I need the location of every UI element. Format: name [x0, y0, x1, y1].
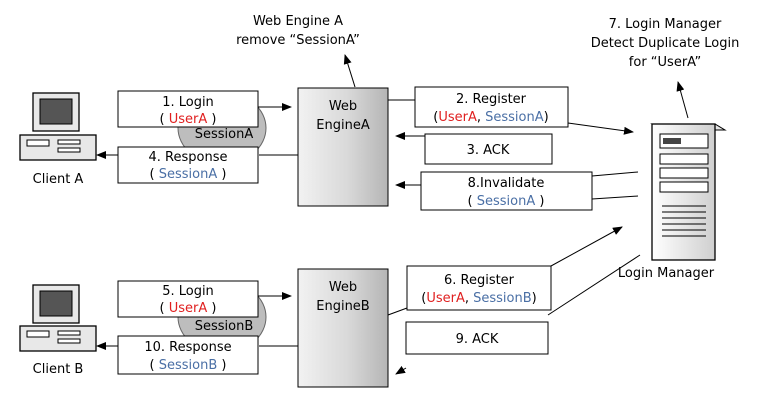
message-10-response: 10. Response ( SessionB )	[117, 335, 259, 375]
invalidate-line	[591, 171, 639, 177]
message-2-register: 2. Register (UserA, SessionA)	[414, 86, 569, 128]
message-2-detail: (UserA, SessionA)	[433, 110, 548, 125]
register-a-arrow	[567, 122, 634, 135]
web-engine-a-note-line2: remove “SessionA”	[236, 33, 360, 48]
web-engine-b-label-line2: EngineB	[316, 299, 369, 314]
message-9-title: 9. ACK	[456, 332, 499, 347]
message-1-login: 1. Login ( UserA )	[117, 90, 259, 128]
message-6-title: 6. Register	[444, 273, 515, 288]
login-manager-note: 7. Login Manager Detect Duplicate Login …	[591, 17, 740, 70]
message-5-login: 5. Login ( UserA )	[117, 280, 259, 318]
client-a-computer-icon	[19, 92, 97, 161]
web-engine-b-label-line1: Web	[329, 280, 357, 295]
message-10-title: 10. Response	[144, 340, 231, 355]
login-manager-note-line1: 7. Login Manager	[609, 17, 722, 32]
register-b-line	[387, 307, 408, 316]
web-engine-a-note: Web Engine A remove “SessionA”	[236, 14, 360, 48]
login-manager-label: Login Manager	[618, 266, 715, 281]
message-10-detail: ( SessionB )	[150, 358, 227, 373]
ack-b-arrow	[395, 365, 407, 375]
message-1-title: 1. Login	[162, 95, 214, 110]
message-8-detail: ( SessionA )	[468, 194, 545, 209]
message-4-detail: ( SessionA )	[150, 167, 227, 182]
web-engine-a-note-line1: Web Engine A	[253, 14, 343, 29]
client-b-computer-icon	[19, 284, 97, 352]
session-a-label: SessionA	[195, 127, 254, 142]
invalidate-line-2	[591, 195, 639, 200]
web-engine-b-box	[297, 268, 389, 388]
login-manager-server-icon	[650, 123, 727, 261]
web-engine-a-box	[297, 87, 389, 207]
register-b-arrow	[550, 226, 623, 267]
message-8-title: 8.Invalidate	[468, 176, 545, 191]
session-b-label: SessionB	[195, 319, 254, 334]
message-3-title: 3. ACK	[467, 143, 510, 158]
message-8-invalidate: 8.Invalidate ( SessionA )	[420, 171, 593, 211]
login-manager-note-line3: for “UserA”	[629, 55, 701, 70]
remove-session-arrow	[343, 54, 356, 88]
message-5-detail: ( UserA )	[160, 301, 217, 316]
web-engine-a-label-line2: EngineA	[316, 118, 370, 133]
client-b-label: Client B	[33, 362, 84, 377]
login-manager-note-line2: Detect Duplicate Login	[591, 36, 740, 51]
message-5-title: 5. Login	[162, 284, 214, 299]
message-6-register: 6. Register (UserA, SessionB)	[406, 265, 552, 311]
client-a-label: Client A	[33, 172, 84, 187]
message-4-response: 4. Response ( SessionA )	[117, 146, 259, 184]
ack-b-line	[547, 254, 641, 316]
message-1-detail: ( UserA )	[160, 112, 217, 127]
message-4-title: 4. Response	[149, 150, 228, 165]
web-engine-a-label-line1: Web	[329, 99, 357, 114]
message-6-detail: (UserA, SessionB)	[421, 291, 536, 306]
message-2-title: 2. Register	[456, 92, 527, 107]
message-9-ack: 9. ACK	[405, 321, 549, 355]
detect-duplicate-arrow	[676, 81, 689, 119]
message-3-ack: 3. ACK	[424, 133, 553, 165]
